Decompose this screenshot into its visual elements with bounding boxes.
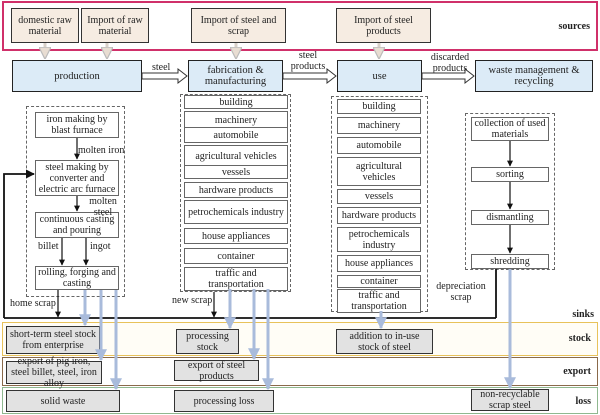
sink-solid-waste: solid waste (6, 390, 120, 412)
use-sector-container: container (337, 275, 421, 288)
label-new-scrap: new scrap (172, 295, 213, 306)
export-band-label: export (563, 366, 591, 377)
sources-band-label: sources (558, 21, 590, 32)
label-molten-iron: molten iron (78, 145, 125, 156)
use-sector-vessels: vessels (337, 189, 421, 204)
sinks-band-label: sinks (572, 309, 594, 320)
label-steel: steel (152, 62, 171, 73)
sink-in-use-stock: addition to in-use stock of steel (336, 329, 433, 354)
sink-short-term-stock: short-term steel stock from enterprise (6, 326, 100, 354)
source-import-steel-products: Import of steel products (336, 8, 431, 43)
fabrication-group (180, 94, 291, 292)
fab-sector-traffic-and-transportation: traffic and transportation (184, 267, 288, 291)
source-import-raw-material: Import of raw material (81, 8, 149, 43)
sink-processing-loss: processing loss (174, 390, 274, 412)
step-collection: collection of used materials (471, 117, 549, 141)
step-dismantling: dismantling (471, 210, 549, 225)
step-shredding: shredding (471, 254, 549, 269)
fab-sector-hardware-products: hardware products (184, 182, 288, 198)
sinks-label-row: sinks (0, 306, 600, 320)
fab-sector-house-appliances: house appliances (184, 228, 288, 244)
source-domestic-raw-material: domestic raw material (11, 8, 79, 43)
sink-export-steel-products: export of steel products (174, 360, 259, 382)
fab-sector-automobile: automobile (184, 127, 288, 143)
use-sector-petrochemicals-industry: petrochemicals industry (337, 227, 421, 252)
step-sorting: sorting (471, 167, 549, 182)
label-discarded-products: discarded products (430, 52, 470, 74)
fab-sector-building: building (184, 95, 288, 109)
sink-export-pig-iron: export of pig iron, steel billet, steel,… (6, 356, 102, 389)
step-iron-making: iron making by blast furnace (35, 112, 119, 138)
step-continuous-casting: continuous casting and pouring (35, 212, 119, 238)
step-rolling-forging: rolling, forging and casting (35, 266, 119, 290)
step-steel-making: steel making by converter and electric a… (35, 160, 119, 196)
use-sector-agricultural-vehicles: agricultural vehicles (337, 157, 421, 186)
use-sector-hardware-products: hardware products (337, 207, 421, 224)
source-import-steel-and-scrap: Import of steel and scrap (191, 8, 286, 43)
loss-band: loss (2, 387, 598, 414)
fab-sector-vessels: vessels (184, 165, 288, 179)
sink-non-recyclable: non-recyclable scrap steel (471, 389, 549, 411)
stage-waste-management: waste management & recycling (475, 60, 593, 92)
label-steel-products: steel products (290, 50, 326, 72)
sink-processing-stock: processing stock (176, 329, 239, 354)
use-sector-automobile: automobile (337, 137, 421, 154)
fab-sector-container: container (184, 248, 288, 264)
label-molten-steel: molten steel (89, 196, 117, 218)
stage-fabrication: fabrication & manufacturing (188, 60, 283, 92)
stage-use: use (337, 60, 422, 92)
label-ingot: ingot (90, 241, 111, 252)
label-depreciation-scrap: depreciation scrap (436, 281, 486, 303)
fab-sector-agricultural-vehicles: agricultural vehicles (184, 145, 288, 167)
use-sector-machinery: machinery (337, 117, 421, 134)
sources-band: sources (2, 1, 598, 51)
label-billet: billet (38, 241, 59, 252)
use-sector-building: building (337, 99, 421, 114)
use-sector-traffic-and-transportation: traffic and transportation (337, 289, 421, 313)
use-sector-house-appliances: house appliances (337, 255, 421, 272)
stage-production: production (12, 60, 142, 92)
label-home-scrap: home scrap (10, 298, 56, 309)
loss-band-label: loss (575, 396, 591, 407)
stock-band-label: stock (568, 333, 591, 344)
export-band: export (2, 357, 598, 386)
fab-sector-petrochemicals-industry: petrochemicals industry (184, 200, 288, 224)
